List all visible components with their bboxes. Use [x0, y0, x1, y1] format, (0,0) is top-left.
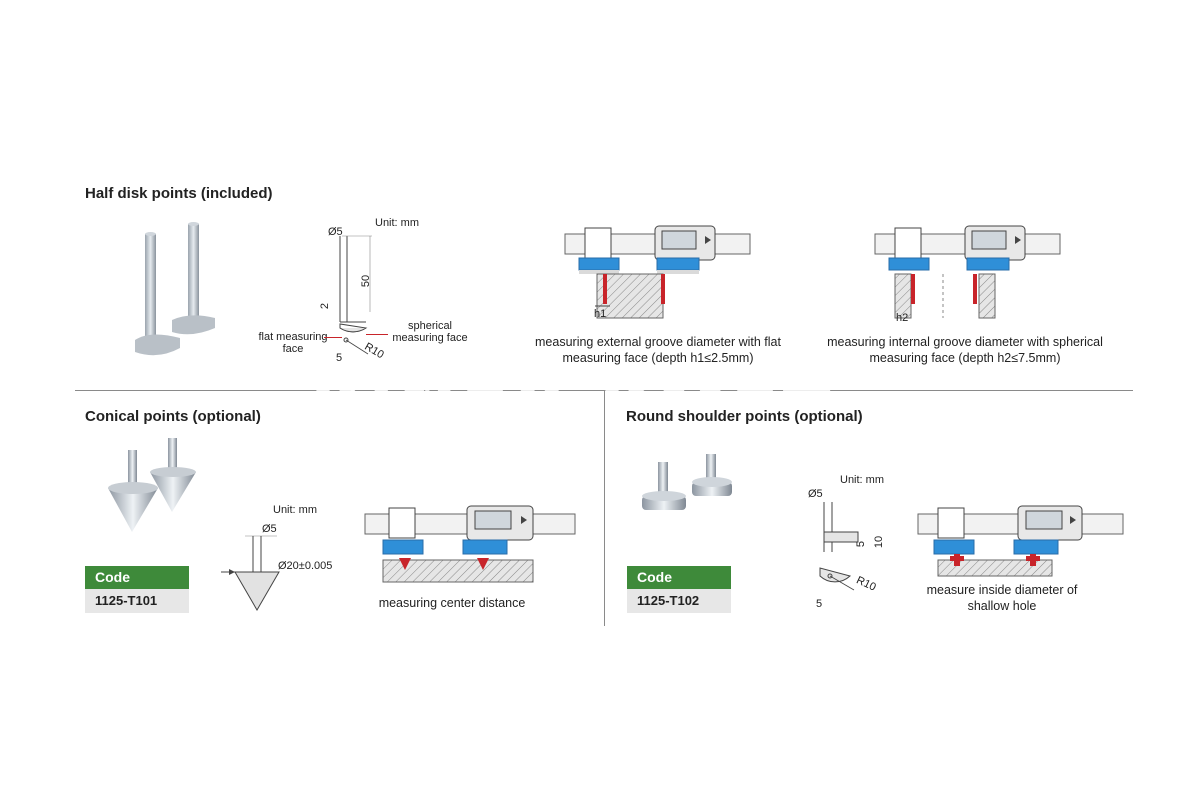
half-disk-title: Half disk points (included): [85, 185, 273, 202]
code-value: 1125-T101: [85, 589, 189, 613]
half-disk-dim-50: 50: [360, 274, 373, 288]
conical-unit: Unit: mm: [273, 504, 317, 516]
round-shoulder-unit: Unit: mm: [840, 474, 884, 486]
spherical-measuring-face-label: spherical measuring face: [392, 320, 468, 344]
caption-shallow-hole: measure inside diameter of shallow hole: [926, 583, 1078, 613]
half-disk-drawing: [339, 235, 372, 355]
flat-measuring-face-label: flat measuring face: [258, 331, 328, 355]
spherical-face-pointer: [366, 334, 388, 335]
code-box-round-shoulder: Code 1125-T102: [627, 566, 731, 613]
caliper-external-groove: [564, 225, 751, 319]
code-value: 1125-T102: [627, 589, 731, 613]
caliper-center-distance: [364, 505, 576, 583]
round-shoulder-dim-d5: Ø5: [808, 488, 823, 500]
code-label: Code: [627, 566, 731, 589]
h1-label: h1: [594, 308, 607, 320]
conical-dim-d20: Ø20±0.005: [278, 560, 333, 572]
half-disk-unit: Unit: mm: [375, 217, 419, 229]
half-disk-dim-5: 5: [336, 352, 343, 364]
half-disk-pins-image: [135, 222, 215, 356]
caption-internal-groove: measuring internal groove diameter with …: [827, 335, 1103, 365]
round-shoulder-drawing: [819, 502, 859, 591]
conical-points-image: [108, 438, 196, 532]
caliper-shallow-hole: [917, 505, 1124, 577]
caption-external-groove: measuring external groove diameter with …: [535, 335, 781, 365]
caption-center-distance: measuring center distance: [378, 596, 526, 610]
conical-dim-d5: Ø5: [262, 523, 277, 535]
round-shoulder-dim-10: 10: [873, 535, 886, 549]
h2-label: h2: [896, 312, 909, 324]
conical-title: Conical points (optional): [85, 408, 261, 425]
half-disk-dim-d5: Ø5: [328, 226, 343, 238]
vertical-divider: [604, 391, 605, 626]
round-shoulder-image: [642, 454, 732, 510]
watermark-logo: KINEX KMET: [310, 363, 835, 450]
flat-face-pointer: [324, 337, 342, 338]
code-box-conical: Code 1125-T101: [85, 566, 189, 613]
caliper-internal-groove: [874, 225, 1061, 319]
watermark-text: KINEX KMET: [310, 368, 835, 450]
half-disk-dim-2: 2: [319, 302, 332, 310]
round-shoulder-dim-5: 5: [855, 540, 868, 548]
round-shoulder-dim-5b: 5: [816, 598, 823, 610]
code-label: Code: [85, 566, 189, 589]
horizontal-divider: [75, 390, 1133, 391]
conical-drawing: [221, 535, 280, 611]
round-shoulder-title: Round shoulder points (optional): [626, 408, 863, 425]
